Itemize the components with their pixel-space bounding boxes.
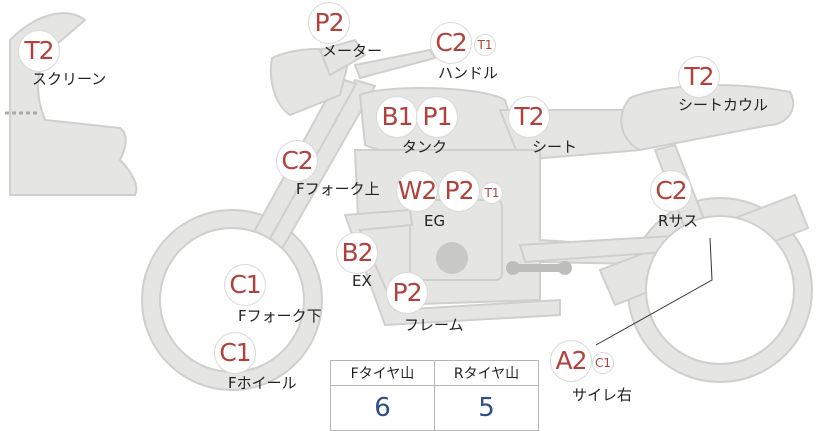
- badge-r-sus: C2: [650, 170, 692, 212]
- badge-eg-2: P2: [438, 170, 480, 212]
- label-f-fork-upper: Fフォーク上: [296, 180, 380, 198]
- badge-handle: C2: [430, 22, 472, 64]
- badge-muffler-right: A2: [550, 340, 592, 382]
- value-front-tire: 6: [330, 385, 435, 431]
- badge-ex: B2: [336, 232, 378, 274]
- leader-line-muffler: [595, 237, 713, 346]
- value-rear-tire: 5: [434, 385, 539, 431]
- badge-eg-sub: T1: [481, 182, 503, 204]
- badge-handle-sub: T1: [474, 34, 496, 56]
- tire-tread-table: Fタイヤ山 Rタイヤ山 6 5: [330, 360, 539, 431]
- handle-shape: [353, 48, 437, 80]
- badge-muffler-right-sub: C1: [592, 352, 614, 374]
- label-screen: スクリーン: [32, 70, 107, 88]
- label-tank: タンク: [402, 138, 448, 156]
- label-muffler-right: サイレ右: [572, 386, 633, 404]
- label-f-fork-lower: Fフォーク下: [238, 307, 322, 325]
- label-seat: シート: [532, 138, 578, 156]
- label-eg: EG: [424, 212, 446, 230]
- label-meter: メーター: [322, 42, 383, 60]
- header-rear-tire: Rタイヤ山: [434, 360, 539, 386]
- label-ex: EX: [352, 272, 372, 290]
- badge-f-fork-lower: C1: [224, 264, 266, 306]
- label-handle: ハンドル: [438, 64, 499, 82]
- label-r-sus: Rサス: [658, 212, 699, 230]
- badge-eg-1: W2: [396, 170, 438, 212]
- badge-tank-2: P1: [416, 96, 458, 138]
- badge-seat-cowl: T2: [678, 56, 720, 98]
- label-seat-cowl: シートカウル: [678, 96, 769, 114]
- label-frame: フレーム: [404, 316, 464, 334]
- badge-f-wheel: C1: [214, 332, 256, 374]
- badge-tank-1: B1: [376, 96, 418, 138]
- badge-meter: P2: [308, 2, 350, 44]
- badge-f-fork-upper: C2: [276, 140, 318, 182]
- badge-frame: P2: [386, 272, 428, 314]
- label-f-wheel: Fホイール: [228, 374, 297, 392]
- badge-seat: T2: [508, 96, 550, 138]
- badge-screen: T2: [18, 30, 60, 72]
- header-front-tire: Fタイヤ山: [330, 360, 435, 386]
